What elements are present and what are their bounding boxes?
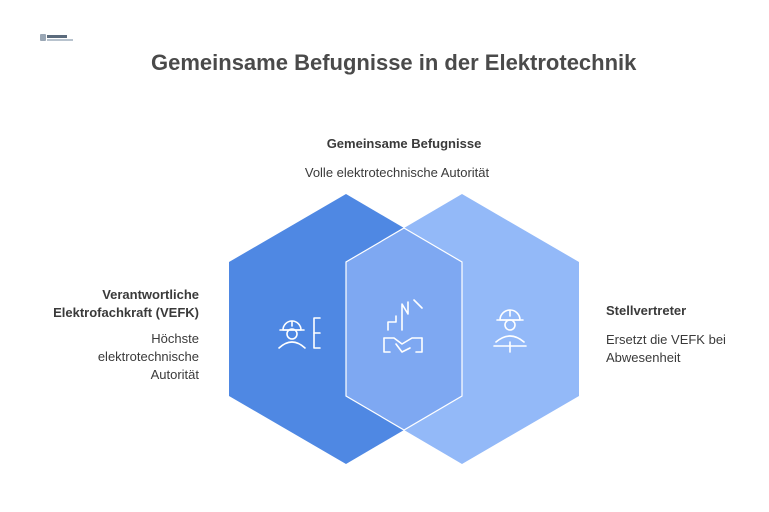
shared-description: Volle elektrotechnische Autorität xyxy=(304,165,490,180)
left-heading-line1: Verantwortliche xyxy=(102,287,199,302)
worker-icon xyxy=(493,309,527,353)
overlap-region xyxy=(345,227,463,431)
logo-graphic xyxy=(40,34,73,41)
left-description: Höchste elektrotechnische Autorität xyxy=(0,330,199,384)
right-description-line1: Ersetzt die VEFK bei xyxy=(606,332,726,347)
right-description-line2: Abwesenheit xyxy=(606,350,681,365)
left-description-line3: Autorität xyxy=(150,367,199,382)
left-description-line2: elektrotechnische xyxy=(97,349,199,364)
left-heading: Verantwortliche Elektrofachkraft (VEFK) xyxy=(0,286,199,322)
shared-heading: Gemeinsame Befugnisse xyxy=(326,136,482,151)
brand-logo xyxy=(40,30,74,41)
handshake-icon xyxy=(383,299,423,353)
right-heading: Stellvertreter xyxy=(606,303,687,318)
electrician-icon xyxy=(278,317,321,349)
right-description: Ersetzt die VEFK bei Abwesenheit xyxy=(606,331,766,367)
left-heading-line2: Elektrofachkraft (VEFK) xyxy=(53,305,199,320)
left-description-line1: Höchste xyxy=(151,331,199,346)
page-title: Gemeinsame Befugnisse in der Elektrotech… xyxy=(151,50,637,75)
